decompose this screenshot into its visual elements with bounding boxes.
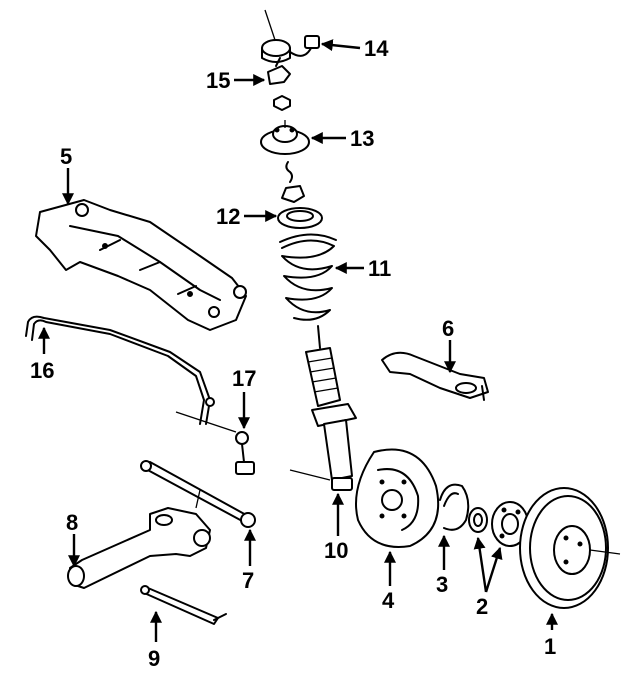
wheel-hub (491, 501, 529, 547)
part-7-lateral-link (140, 460, 256, 528)
callout-16: 16 (30, 358, 54, 383)
part-10-strut-assembly (289, 325, 357, 491)
part-12-spring-insulator (277, 207, 323, 229)
callout-8: 8 (66, 510, 78, 535)
callout-17: 17 (232, 366, 256, 391)
part-2-wheel-bearing (468, 507, 488, 533)
callout-4: 4 (382, 588, 395, 613)
callout-numbers: 1 2 3 4 5 6 7 8 9 10 11 12 13 14 15 16 1… (30, 36, 556, 671)
callout-5: 5 (60, 144, 72, 169)
callout-15: 15 (206, 68, 230, 93)
callout-11: 11 (368, 256, 391, 281)
part-8-trailing-arm (67, 489, 211, 589)
part-6-upper-arm (381, 351, 489, 401)
part-9-lower-link (140, 585, 227, 625)
part-14-strut-cap (261, 35, 320, 63)
callout-13: 13 (350, 126, 374, 151)
part-13-upper-mount (260, 120, 310, 155)
callout-6: 6 (442, 316, 454, 341)
arrow-14 (320, 39, 361, 52)
part-17-stabilizer-link (175, 411, 255, 475)
callout-7: 7 (242, 568, 254, 593)
callout-12: 12 (216, 204, 240, 229)
callout-10: 10 (324, 538, 348, 563)
arrow-2a (473, 536, 488, 593)
callout-1: 1 (544, 634, 556, 659)
arrow-2b (484, 546, 503, 593)
part-11-coil-spring (279, 233, 337, 321)
strut-axis-line (264, 9, 276, 41)
part-1-brake-rotor (519, 487, 621, 609)
callout-9: 9 (148, 646, 160, 671)
strut-nut (273, 95, 291, 111)
part-15-bracket (267, 57, 291, 85)
strut-bump-stop (281, 161, 305, 203)
part-16-stabilizer-bar (25, 315, 215, 425)
part-3-brake-clip (439, 483, 470, 531)
part-4-backing-plate (355, 448, 440, 548)
callout-2: 2 (476, 594, 488, 619)
callout-14: 14 (364, 36, 389, 61)
callout-3: 3 (436, 572, 448, 597)
part-5-subframe (35, 199, 247, 331)
callout-arrows (38, 39, 558, 642)
